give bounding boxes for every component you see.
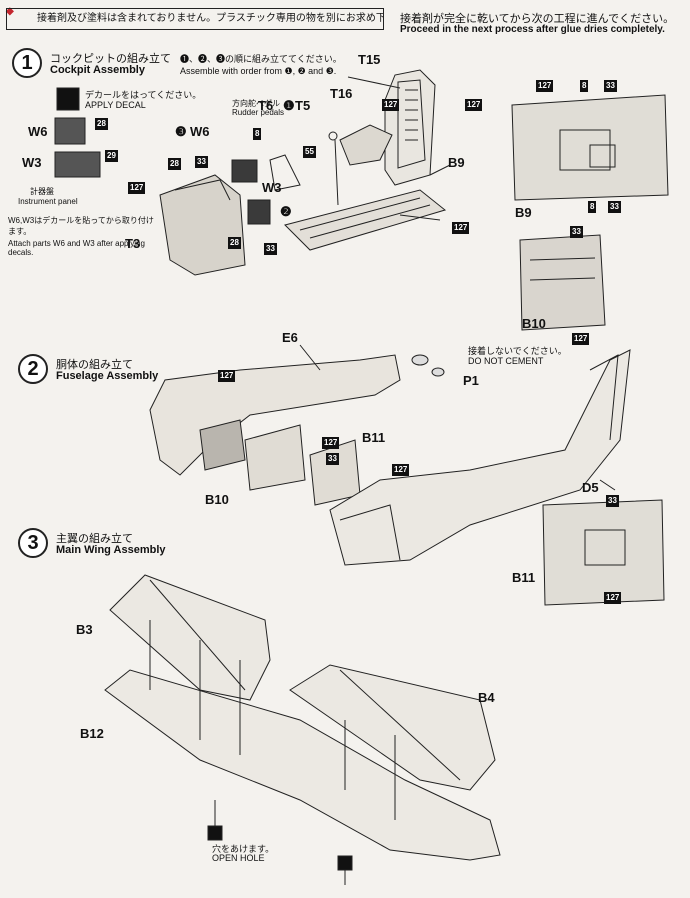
part-B10-inset: B10 [522, 316, 546, 331]
step-1-order-en: Assemble with order from ❶, ❷ and ❸. [180, 66, 337, 76]
step-2-number: 2 [18, 354, 48, 384]
step-1-order-ja: ❶、❷、❸の順に組み立ててください。 [180, 54, 342, 64]
part-B9-main: B9 [448, 155, 465, 170]
part-D5: D5 [582, 480, 599, 495]
badge-127-inset: 127 [536, 80, 554, 92]
badge-28-b: 28 [228, 237, 241, 249]
badge-127-bulkhead: 127 [128, 182, 146, 194]
part-W3-decal: W3 [22, 155, 42, 170]
step-3-title-en: Main Wing Assembly [56, 544, 166, 556]
step-1-title-ja: コックピットの組み立て [50, 53, 171, 65]
pedal-label-ja: 方向舵ペダル [232, 99, 280, 108]
part-T6: T6 [258, 98, 274, 113]
glue-note-ja: 接着剤が完全に乾いてから次の工程に進んでください。 [400, 13, 675, 25]
part-B4: B4 [478, 690, 495, 705]
badge-33-b11: 33 [606, 495, 619, 507]
step-2-title-ja: 胴体の組み立て [56, 359, 133, 371]
badge-33-b10: 33 [570, 226, 583, 238]
part-T15: T15 [358, 52, 381, 67]
part-B10-main: B10 [205, 492, 229, 507]
badge-127-floor: 127 [452, 222, 470, 234]
part-T5: T5 [295, 98, 311, 113]
badge-33-inset-low: 33 [608, 201, 621, 213]
step-3-number: 3 [18, 528, 48, 558]
badge-33-b10-main: 33 [326, 453, 339, 465]
open-hole-en: OPEN HOLE [212, 853, 265, 863]
site-watermark-icon: ◆ [6, 6, 14, 17]
background-text-bleed [300, 220, 690, 650]
badge-127-b10: 127 [572, 333, 590, 345]
step-2-title-en: Fuselage Assembly [56, 370, 159, 382]
part-B9-inset: B9 [515, 205, 532, 220]
part-W3-main: W3 [262, 180, 282, 195]
no-cement-ja: 接着しないでください。 [468, 346, 567, 356]
part-B3: B3 [76, 622, 93, 637]
panel-label-ja: 計器盤 [30, 187, 54, 196]
part-B11-main: B11 [362, 430, 386, 445]
warning-box: 接着剤及び塗料は含まれておりません。プラスチック専用の物を別にお求め下さい。 [6, 8, 384, 30]
part-E6: E6 [282, 330, 298, 345]
badge-8-pedal: 8 [253, 128, 262, 140]
badge-127-e6: 127 [218, 370, 236, 382]
step-3-title-ja: 主翼の組み立て [56, 533, 133, 545]
badge-55: 55 [303, 146, 316, 158]
badge-33-inset: 33 [604, 80, 617, 92]
pedal-label-en: Rudder pedals [232, 108, 285, 117]
badge-33-w3: 33 [264, 243, 277, 255]
open-hole-ja: 穴をあけます。 [212, 844, 275, 854]
badge-127-seat-side: 127 [465, 99, 483, 111]
decal-note-ja: デカールをはってください。 [85, 90, 202, 100]
decal-note-en: APPLY DECAL [85, 100, 146, 110]
part-W6-decal: W6 [28, 124, 48, 139]
badge-8-inset-low: 8 [588, 201, 597, 213]
no-cement-en: DO NOT CEMENT [468, 356, 544, 366]
badge-127-b11: 127 [392, 464, 410, 476]
badge-29-decal: 29 [105, 150, 118, 162]
glue-note-en: Proceed in the next process after glue d… [400, 24, 665, 35]
part-T16: T16 [330, 86, 353, 101]
attach-note-ja: W6,W3はデカールを貼ってから取り付けます。 [8, 216, 154, 236]
step-1-title-en: Cockpit Assembly [50, 64, 145, 76]
badge-28-a: 28 [168, 158, 181, 170]
badge-33-w6: 33 [195, 156, 208, 168]
part-W6-main: W6 [190, 124, 210, 139]
part-T3: T3 [125, 236, 141, 251]
badge-28-decal: 28 [95, 118, 108, 130]
step-1-number: 1 [12, 48, 42, 78]
circle-1: ❶ [283, 98, 295, 113]
attach-note-en: Attach parts W6 and W3 after applying de… [8, 239, 145, 257]
panel-label-en: Instrument panel [18, 197, 78, 206]
part-B12: B12 [80, 726, 104, 741]
part-P1: P1 [463, 373, 479, 388]
badge-127-b10-main: 127 [322, 437, 340, 449]
badge-127-seat: 127 [382, 99, 400, 111]
badge-8-inset: 8 [580, 80, 589, 92]
badge-127-b11-inset: 127 [604, 592, 622, 604]
circle-2: ❷ [280, 204, 292, 219]
part-B11-inset: B11 [512, 570, 536, 585]
circle-3: ❸ [175, 124, 187, 139]
